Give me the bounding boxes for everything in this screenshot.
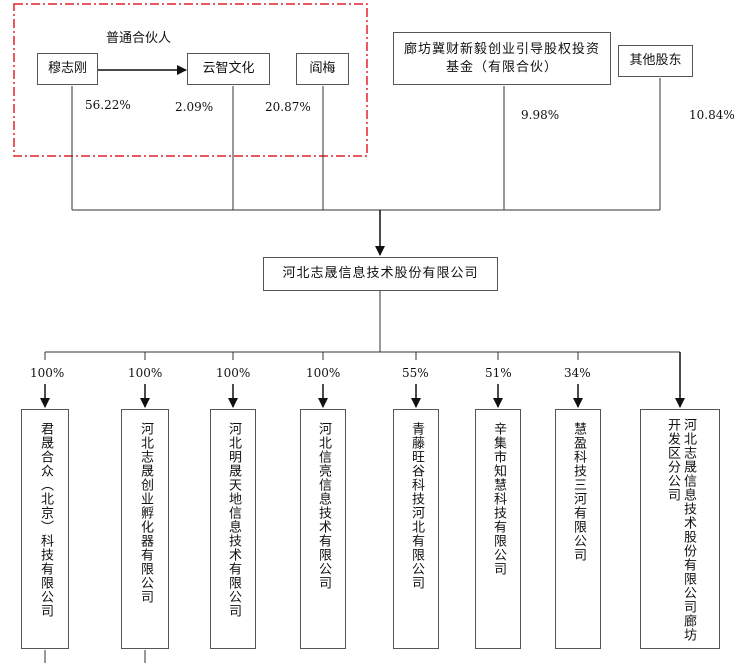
subsidiary-6-box: 辛集市知慧科技有限公司 — [475, 409, 521, 649]
percent-yunzhi: 2.09% — [175, 100, 214, 114]
percent-langfang: 9.98% — [521, 108, 560, 122]
company-box: 河北志晟信息技术股份有限公司 — [263, 257, 498, 291]
subsidiary-1-name: 君晟合众（北京）科技有限公司 — [38, 422, 53, 618]
subsidiary-7-box: 慧盈科技三河有限公司 — [555, 409, 601, 649]
percent-mu: 56.22% — [85, 98, 131, 112]
shareholder-mu-zhigang: 穆志刚 — [37, 53, 98, 85]
subsidiary-percent-7: 34% — [564, 366, 591, 380]
shareholder-others: 其他股东 — [618, 45, 693, 77]
general-partner-label: 普通合伙人 — [106, 31, 172, 46]
percent-others: 10.84% — [689, 108, 735, 122]
subsidiary-percent-2: 100% — [128, 366, 163, 380]
subsidiary-3-box: 河北明晟天地信息技术有限公司 — [210, 409, 256, 649]
percent-yan: 20.87% — [265, 100, 311, 114]
shareholder-yunzhi-culture: 云智文化 — [187, 53, 270, 85]
subsidiary-percent-4: 100% — [306, 366, 341, 380]
subsidiary-percent-1: 100% — [30, 366, 65, 380]
subsidiary-5-box: 青藤旺谷科技河北有限公司 — [393, 409, 439, 649]
general-partner-group — [13, 3, 368, 157]
shareholder-langfang-fund: 廊坊冀财新毅创业引导股权投资基金（有限合伙） — [393, 32, 611, 85]
subsidiary-4-name: 河北信亮信息技术有限公司 — [316, 422, 331, 590]
subsidiary-7-name: 慧盈科技三河有限公司 — [571, 422, 586, 562]
shareholder-yan-mei: 阎梅 — [296, 53, 349, 85]
subsidiary-1-box: 君晟合众（北京）科技有限公司 — [21, 409, 69, 649]
subsidiary-percent-5: 55% — [402, 366, 429, 380]
subsidiary-5-name: 青藤旺谷科技河北有限公司 — [409, 422, 424, 590]
subsidiary-2-name: 河北志晟创业孵化器有限公司 — [138, 422, 153, 604]
subsidiary-8-name: 河北志晟信息技术股份有限公司廊坊开发区分公司 — [665, 418, 696, 642]
subsidiary-3-name: 河北明晟天地信息技术有限公司 — [226, 422, 241, 618]
subsidiary-percent-3: 100% — [216, 366, 251, 380]
subsidiary-2-box: 河北志晟创业孵化器有限公司 — [121, 409, 169, 649]
subsidiary-6-name: 辛集市知慧科技有限公司 — [491, 422, 506, 576]
subsidiary-8-box: 河北志晟信息技术股份有限公司廊坊开发区分公司 — [640, 409, 720, 649]
subsidiary-percent-6: 51% — [485, 366, 512, 380]
subsidiary-4-box: 河北信亮信息技术有限公司 — [300, 409, 346, 649]
